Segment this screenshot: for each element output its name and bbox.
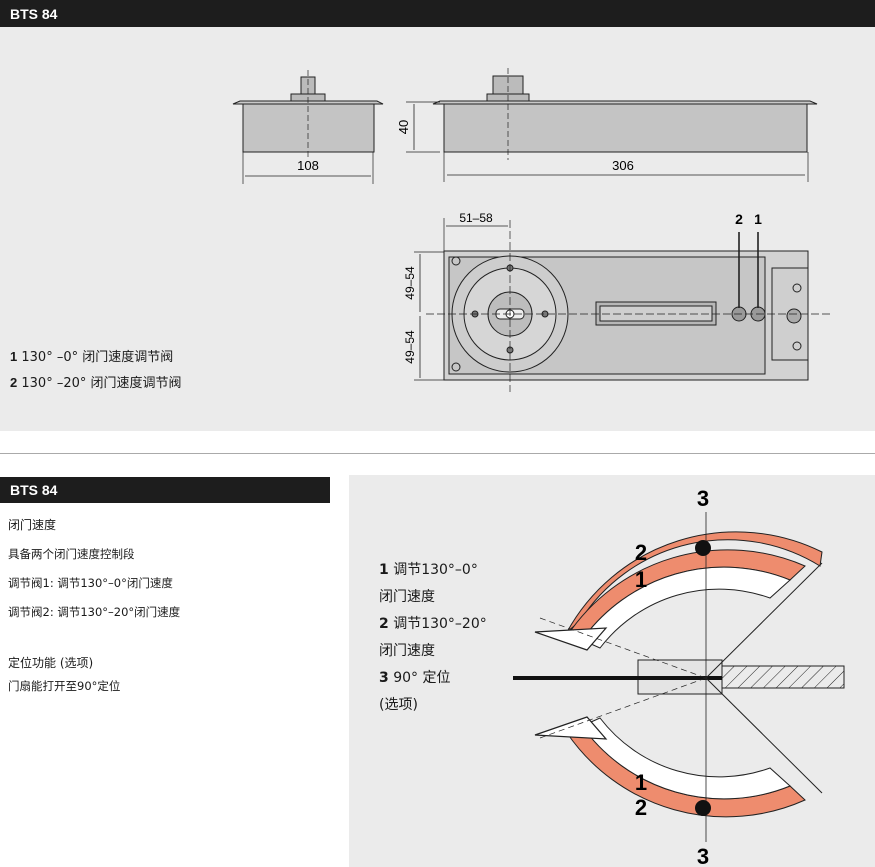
dim-half-width-top: 49–54	[403, 266, 417, 300]
diagram-legend-line-1: 1 调节130°–0°	[379, 562, 478, 578]
diagram-legend-line-6: (选项)	[379, 697, 418, 713]
diagram-legend-line-3: 2 调节130°–20°	[379, 616, 487, 632]
closing-speed-line-2: 调节阀1: 调节130°–0°闭门速度	[8, 576, 173, 590]
hold-open-heading: 定位功能 (选项)	[8, 656, 94, 670]
valve-label-1: 1	[754, 211, 762, 227]
label-2-bottom: 2	[635, 795, 647, 820]
dim-length: 306	[612, 158, 634, 173]
top-title: BTS 84	[10, 6, 58, 22]
closing-speed-line-3: 调节阀2: 调节130°–20°闭门速度	[8, 605, 181, 619]
valve-label-2: 2	[735, 211, 743, 227]
valve-legend-2: 2 130° –20° 闭门速度调节阀	[10, 375, 182, 391]
dim-offset: 51–58	[459, 211, 493, 225]
diagram-legend-line-4: 闭门速度	[379, 643, 435, 659]
label-1-top: 1	[635, 567, 647, 592]
dim-height: 40	[396, 120, 411, 134]
label-2-top: 2	[635, 540, 647, 565]
label-3-top: 3	[697, 486, 709, 511]
diagram-legend-line-5: 3 90° 定位	[379, 670, 451, 686]
top-title-bar: BTS 84	[0, 0, 875, 27]
hold-open-text: 门扇能打开至90°定位	[8, 679, 121, 693]
technical-drawing: 108 306 40 51–58 49–54 49–54 2 1	[232, 68, 830, 392]
dim-width-side: 108	[297, 158, 319, 173]
bottom-title: BTS 84	[10, 482, 58, 498]
diagram-legend-line-2: 闭门速度	[379, 589, 435, 605]
bottom-title-bar: BTS 84	[0, 477, 330, 503]
valve-legend-1: 1 130° –0° 闭门速度调节阀	[10, 349, 174, 365]
section-divider	[0, 453, 875, 454]
dim-half-width-bottom: 49–54	[403, 330, 417, 364]
closing-speed-line-1: 具备两个闭门速度控制段	[8, 547, 135, 561]
label-1-bottom: 1	[635, 770, 647, 795]
closing-sequence-diagram: 3 3 2 1 1 2	[513, 486, 845, 867]
closing-speed-heading: 闭门速度	[8, 518, 57, 532]
diagram-legend: 1 调节130°–0° 闭门速度 2 调节130°–20° 闭门速度 3 90°…	[379, 557, 487, 719]
label-3-bottom: 3	[697, 844, 709, 867]
